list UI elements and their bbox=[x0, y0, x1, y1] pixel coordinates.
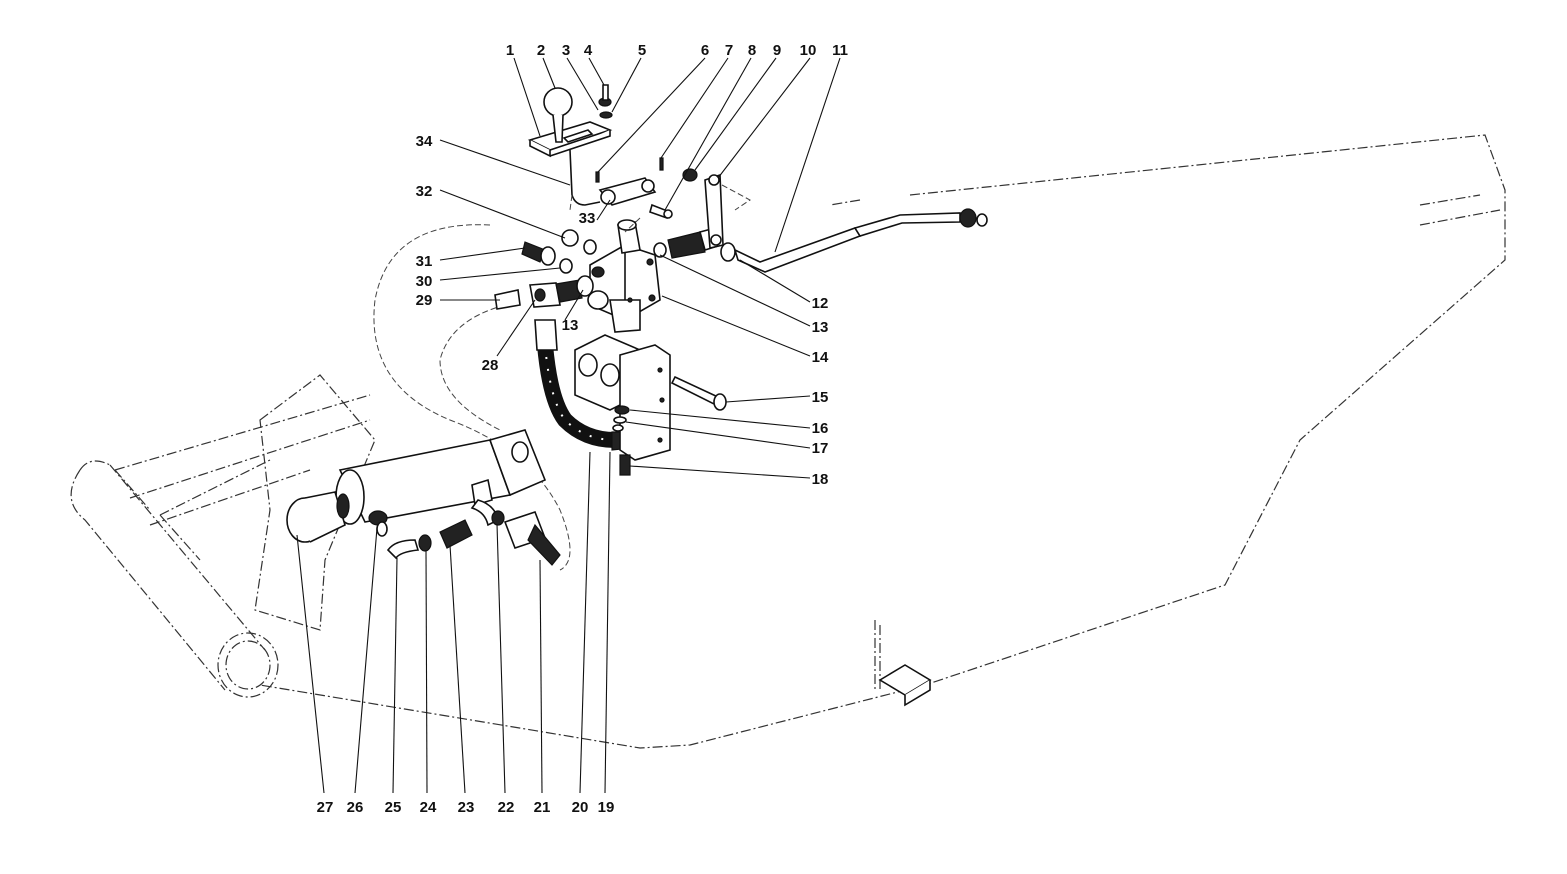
callout-8: 8 bbox=[748, 42, 756, 59]
callout-31: 31 bbox=[416, 253, 433, 270]
lever-arm bbox=[682, 168, 751, 249]
callout-32: 32 bbox=[416, 183, 433, 200]
callout-6: 6 bbox=[701, 42, 709, 59]
control-handle-assembly bbox=[527, 84, 613, 211]
callout-labels: 1 2 3 4 5 6 7 8 9 10 11 12 13 13 14 15 1… bbox=[317, 42, 848, 816]
callout-2: 2 bbox=[537, 42, 545, 59]
linkage-clevis bbox=[595, 157, 673, 233]
rigid-pipe bbox=[733, 208, 988, 273]
hose-loop-phantom bbox=[373, 224, 571, 571]
callout-28: 28 bbox=[482, 357, 499, 374]
callout-4: 4 bbox=[584, 42, 593, 59]
callout-22: 22 bbox=[498, 799, 515, 816]
mounting-plate-outline bbox=[254, 374, 376, 631]
callout-14: 14 bbox=[812, 349, 829, 366]
callout-1: 1 bbox=[506, 42, 514, 59]
callout-13-left: 13 bbox=[562, 317, 579, 334]
callout-3: 3 bbox=[562, 42, 570, 59]
cylinder-fittings bbox=[368, 478, 561, 566]
callout-13-right: 13 bbox=[812, 319, 829, 336]
callout-25: 25 bbox=[385, 799, 402, 816]
mounting-bolt bbox=[670, 375, 727, 411]
callout-33: 33 bbox=[579, 210, 596, 227]
hydraulic-cylinder bbox=[286, 429, 547, 543]
callout-17: 17 bbox=[812, 440, 829, 457]
callout-15: 15 bbox=[812, 389, 829, 406]
control-valve bbox=[587, 219, 661, 333]
callout-19: 19 bbox=[598, 799, 615, 816]
valve-mount-block bbox=[574, 334, 671, 461]
callout-9: 9 bbox=[773, 42, 781, 59]
callout-30: 30 bbox=[416, 273, 433, 290]
callout-26: 26 bbox=[347, 799, 364, 816]
roller-tube bbox=[70, 460, 279, 698]
callout-29: 29 bbox=[416, 292, 433, 309]
callout-leaders bbox=[296, 57, 841, 794]
callout-27: 27 bbox=[317, 799, 334, 816]
valve-left-fittings bbox=[494, 229, 597, 310]
callout-12: 12 bbox=[812, 295, 829, 312]
floor-bracket bbox=[874, 620, 932, 707]
machine-frame-outline bbox=[114, 134, 1506, 749]
callout-11: 11 bbox=[832, 42, 848, 59]
callout-18: 18 bbox=[812, 471, 829, 488]
callout-21: 21 bbox=[534, 799, 551, 816]
callout-5: 5 bbox=[638, 42, 646, 59]
washers-and-nuts bbox=[612, 405, 631, 476]
callout-20: 20 bbox=[572, 799, 589, 816]
callout-10: 10 bbox=[800, 42, 817, 59]
callout-24: 24 bbox=[420, 799, 437, 816]
callout-7: 7 bbox=[725, 42, 733, 59]
callout-23: 23 bbox=[458, 799, 475, 816]
callout-16: 16 bbox=[812, 420, 829, 437]
callout-34: 34 bbox=[416, 133, 433, 150]
